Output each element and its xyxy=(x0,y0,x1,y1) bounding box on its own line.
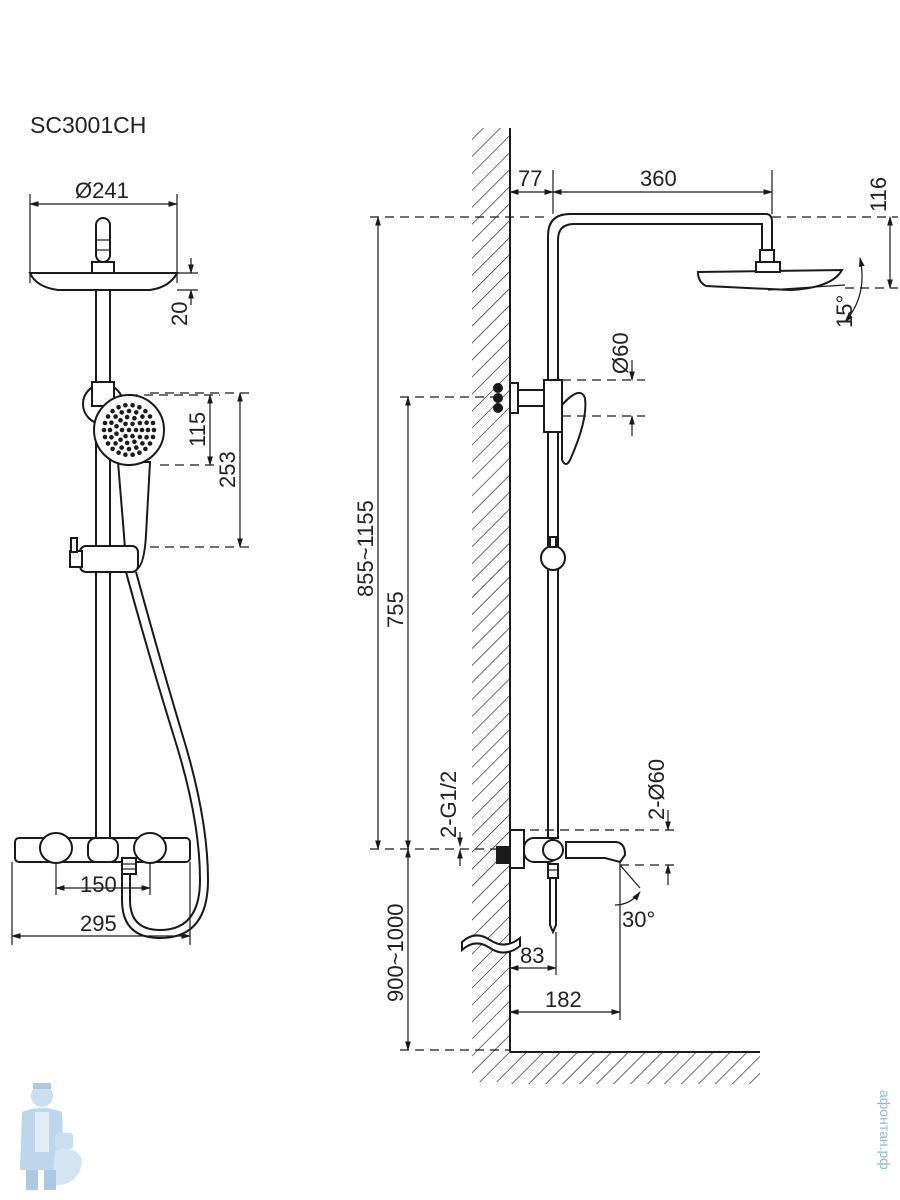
spray-nozzle xyxy=(137,405,142,410)
spray-nozzle xyxy=(130,452,135,458)
spray-nozzle xyxy=(132,415,137,421)
spray-nozzle xyxy=(137,420,143,426)
spray-nozzle xyxy=(144,435,149,440)
dim-head-tilt: 15° xyxy=(832,295,857,328)
spray-nozzle xyxy=(116,450,121,456)
spray-nozzle xyxy=(126,427,132,433)
spray-nozzle xyxy=(110,408,115,414)
spray-nozzle xyxy=(134,410,139,415)
spray-nozzle xyxy=(144,420,149,426)
dim-hand-height: 253 xyxy=(215,451,240,488)
dim-inlet-thread: 2-G1/2 xyxy=(436,771,461,838)
spray-nozzle xyxy=(124,440,130,446)
spray-nozzle xyxy=(123,433,128,439)
spray-nozzle xyxy=(132,439,137,445)
spray-nozzle xyxy=(119,445,124,450)
bath-spout xyxy=(565,841,627,864)
spray-nozzle xyxy=(110,446,115,452)
spray-nozzle xyxy=(113,414,118,419)
dim-bracket-diameter: Ø60 xyxy=(608,332,633,374)
spray-nozzle xyxy=(134,445,139,450)
spray-nozzle xyxy=(123,421,128,427)
plumber-logo xyxy=(20,1083,82,1190)
spray-nozzle xyxy=(137,434,143,440)
side-shower-head xyxy=(696,268,844,292)
spray-nozzle xyxy=(118,417,123,423)
spray-nozzle xyxy=(147,441,153,446)
spray-nozzle xyxy=(150,420,156,426)
spray-nozzle xyxy=(102,434,108,440)
spray-nozzle xyxy=(114,424,119,429)
dim-inlet-spacing: 150 xyxy=(80,872,117,897)
wall xyxy=(472,128,510,1082)
spray-nozzle xyxy=(118,437,123,443)
spray-nozzle xyxy=(123,403,128,408)
dim-arm-length: 360 xyxy=(640,166,677,191)
spray-nozzle xyxy=(143,408,148,414)
dim-head-diameter: Ø241 xyxy=(75,178,129,203)
spray-nozzle xyxy=(107,427,113,433)
dim-top-drop: 116 xyxy=(866,177,891,212)
overhead-shower-head xyxy=(28,272,179,291)
spray-nozzle xyxy=(140,414,145,419)
spray-nozzle xyxy=(130,433,135,439)
spray-nozzle xyxy=(147,414,153,419)
spray-nozzle xyxy=(116,405,121,410)
spray-nozzle xyxy=(140,441,145,446)
dim-inlet-diameter: 2-Ø60 xyxy=(644,759,669,820)
spray-nozzle xyxy=(123,452,128,458)
dim-mount-height: 900~1000 xyxy=(383,904,408,1003)
side-view: 77 360 116 15° Ø60 xyxy=(353,128,898,1084)
shower-arm xyxy=(547,213,773,395)
spray-nozzle xyxy=(130,403,135,408)
spray-nozzle xyxy=(105,441,111,446)
dim-width: 295 xyxy=(80,911,117,936)
model-title: SC3001CH xyxy=(30,112,146,138)
spray-nozzle xyxy=(101,427,107,433)
shower-hose xyxy=(125,571,202,932)
dim-total-height: 855~1155 xyxy=(353,500,378,597)
spray-nozzle xyxy=(113,441,118,446)
spray-nozzle xyxy=(109,420,114,426)
floor xyxy=(510,1052,760,1084)
spray-nozzle xyxy=(102,420,108,426)
dim-spout-angle: 30° xyxy=(622,907,655,932)
front-view: Ø241 20 115 253 xyxy=(11,178,250,945)
spray-nozzle xyxy=(145,427,151,433)
watermark-text: афонтан.рф xyxy=(877,1090,893,1170)
dim-rail-height: 755 xyxy=(383,591,408,628)
spray-nozzles xyxy=(101,403,157,458)
spray-nozzle xyxy=(130,421,135,427)
spray-nozzle xyxy=(139,427,145,433)
spray-nozzle xyxy=(143,446,148,452)
spray-nozzle xyxy=(126,446,132,452)
dim-offset: 77 xyxy=(518,166,542,191)
dim-hand-spacing: 115 xyxy=(185,412,210,447)
spray-nozzle xyxy=(133,427,139,433)
spray-nozzle xyxy=(109,435,114,440)
dim-spout-offset: 83 xyxy=(520,943,544,968)
dim-spout-length: 182 xyxy=(545,987,582,1012)
spray-nozzle xyxy=(119,410,124,415)
spray-nozzle xyxy=(126,408,132,414)
spray-nozzle xyxy=(114,431,119,437)
spray-nozzle xyxy=(151,427,157,433)
spray-nozzle xyxy=(150,434,156,440)
side-rail xyxy=(547,431,559,839)
spray-nozzle xyxy=(105,414,111,419)
spray-nozzle xyxy=(119,427,125,433)
spray-nozzle xyxy=(124,414,130,420)
spray-nozzle xyxy=(137,450,142,456)
dim-head-thickness: 20 xyxy=(167,302,192,326)
